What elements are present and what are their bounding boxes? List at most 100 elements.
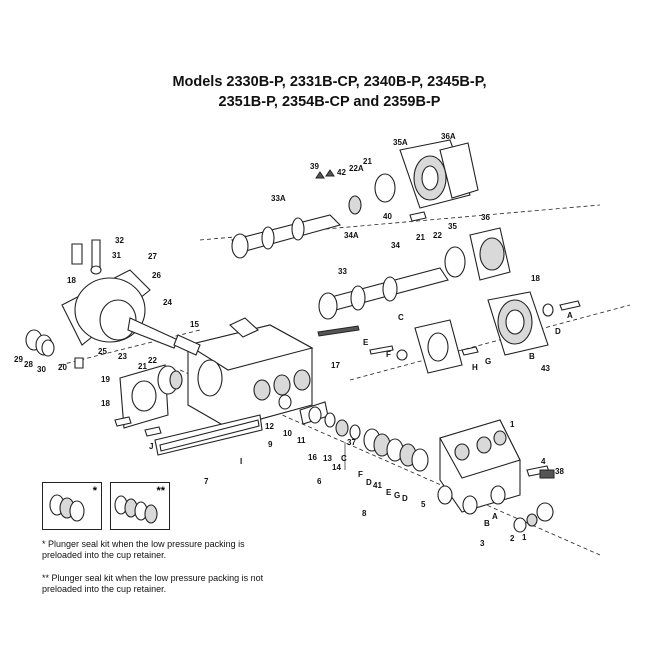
part-label: 8 (362, 509, 367, 518)
part-label: 18 (67, 276, 76, 285)
part-label: 35 (448, 222, 457, 231)
part-label: 38 (555, 467, 564, 476)
part-label: 34A (344, 231, 359, 240)
part-label: 39 (310, 162, 319, 171)
part-label: 26 (152, 271, 161, 280)
washer-d (542, 303, 554, 317)
assembly-line-bearing (349, 304, 631, 381)
seal-ring-21 (374, 173, 396, 203)
part-label: 16 (308, 453, 317, 462)
part-label: 42 (337, 168, 346, 177)
part-label: 19 (101, 375, 110, 384)
part-label: 28 (24, 360, 33, 369)
part-label: 23 (118, 352, 127, 361)
part-label: 18 (101, 399, 110, 408)
part-label: 11 (297, 436, 306, 445)
part-label: H (472, 363, 478, 372)
part-label: 30 (37, 365, 46, 374)
part-label: E (363, 338, 369, 347)
part-label: 40 (383, 212, 392, 221)
bolt-e (369, 345, 394, 355)
part-label: 1 (510, 420, 515, 429)
footnote-preloaded: * Plunger seal kit when the low pressure… (42, 539, 245, 560)
manifold-5 (437, 419, 521, 515)
key-39 (315, 169, 335, 179)
part-label: 29 (14, 355, 23, 364)
part-label: 22 (148, 356, 157, 365)
part-label: 1 (522, 533, 527, 542)
plug-h (461, 346, 479, 356)
part-label: C (341, 454, 347, 463)
part-label: D (402, 494, 408, 503)
bolt-18-top (71, 243, 83, 265)
part-label: 17 (331, 361, 340, 370)
washer-31 (90, 265, 102, 275)
part-label: A (567, 311, 573, 320)
side-cover-19 (119, 364, 183, 429)
kit2-mark: ** (156, 485, 165, 497)
plug-38 (539, 469, 555, 479)
part-label: 21 (138, 362, 147, 371)
part-label: 10 (283, 429, 292, 438)
part-label: 25 (98, 347, 107, 356)
part-label: 41 (373, 481, 382, 490)
part-label: 31 (112, 251, 121, 260)
screw-40 (409, 211, 427, 222)
part-label: 33A (271, 194, 286, 203)
part-label: 6 (317, 477, 322, 486)
part-label: D (555, 327, 561, 336)
camshaft-33 (318, 267, 449, 320)
bearing-housing-35a (399, 139, 479, 209)
part-label: B (484, 519, 490, 528)
part-label: G (485, 357, 491, 366)
part-label: F (358, 470, 363, 479)
dipstick (317, 325, 360, 337)
part-label: 12 (265, 422, 274, 431)
part-label: E (386, 488, 392, 497)
part-label: D (366, 478, 372, 487)
crankcase (186, 317, 314, 429)
part-label: 9 (268, 440, 273, 449)
part-label: 22A (349, 164, 364, 173)
part-label: 20 (58, 363, 67, 372)
part-label: 2 (510, 534, 515, 543)
connecting-rod-24 (99, 299, 201, 356)
part-label: 43 (541, 364, 550, 373)
seal-kit-box-preloaded: * (42, 482, 102, 530)
part-label: 13 (323, 454, 332, 463)
part-label: 4 (541, 457, 546, 466)
part-label: 3 (480, 539, 485, 548)
retainer-30 (41, 339, 55, 357)
bearing-assembly-35 (444, 227, 511, 281)
part-label: F (386, 350, 391, 359)
part-label: 21 (363, 157, 372, 166)
part-label: 7 (204, 477, 209, 486)
part-label: 15 (190, 320, 199, 329)
part-label: I (240, 457, 242, 466)
bolt-a (559, 300, 581, 311)
part-label: 36A (441, 132, 456, 141)
part-label: C (398, 313, 404, 322)
kit1-mark: * (92, 485, 97, 497)
camshaft-33a (231, 214, 342, 259)
part-label: 22 (433, 231, 442, 240)
diagram-title-line1: Models 2330B-P, 2331B-CP, 2340B-P, 2345B… (172, 74, 487, 90)
part-label: 33 (338, 267, 347, 276)
part-label: 32 (115, 236, 124, 245)
part-label: 21 (416, 233, 425, 242)
part-label: 5 (421, 500, 426, 509)
bolt-18-side (114, 416, 132, 427)
part-label: 35A (393, 138, 408, 147)
plug-f (396, 349, 408, 361)
part-label: 37 (347, 438, 356, 447)
diagram-title-line2: 2351B-P, 2354B-CP and 2359B-P (218, 94, 441, 110)
part-label: 36 (481, 213, 490, 222)
valve-assembly (513, 502, 554, 533)
plunger-assembly-12 (278, 394, 361, 440)
seal-kit-box-not-preloaded: ** (110, 482, 170, 530)
plug-20 (74, 357, 84, 369)
part-label: B (529, 352, 535, 361)
part-label: 14 (332, 463, 341, 472)
